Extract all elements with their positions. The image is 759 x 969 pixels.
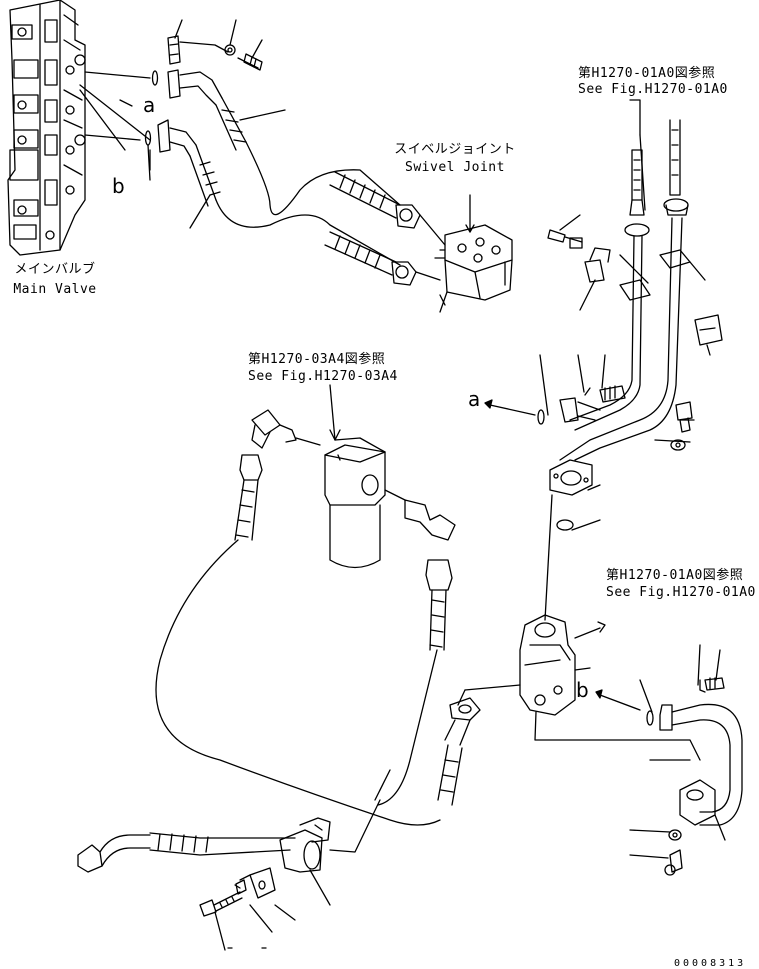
ref-label-2-en: See Fig.H1270-03A4 <box>248 369 398 384</box>
pump-valve <box>464 614 701 761</box>
bottom-left-assembly <box>77 799 381 951</box>
main-valve <box>7 0 86 256</box>
filter-assembly <box>251 384 456 569</box>
swivel-joint-label-jp: スイベルジョイント <box>394 142 516 157</box>
ref-label-1-en: See Fig.H1270-01A0 <box>578 82 728 97</box>
drawing-number: 00008313 <box>674 958 747 969</box>
swivel-hoses <box>324 171 446 286</box>
main-valve-label-en: Main Valve <box>13 282 97 297</box>
main-valve-label-jp: メインバルブ <box>14 262 96 277</box>
ref-label-3-en: See Fig.H1270-01A0 <box>606 585 756 600</box>
callout-b-mid: b <box>576 678 589 702</box>
swivel-joint-label-en: Swivel Joint <box>405 160 505 175</box>
swivel-joint <box>434 194 513 313</box>
callout-b-top: b <box>112 174 125 198</box>
top-fittings <box>157 19 401 266</box>
callout-a-top: a <box>143 93 156 117</box>
ref-label-2-jp: 第H1270-03A4図参照 <box>248 352 386 367</box>
ref-label-3-jp: 第H1270-01A0図参照 <box>606 568 744 583</box>
ref-label-1-jp: 第H1270-01A0図参照 <box>578 66 716 81</box>
right-top-tubes <box>547 99 723 461</box>
flange-center <box>544 459 601 621</box>
left-hose <box>155 454 441 826</box>
right-hose <box>374 559 453 806</box>
callout-a-mid: a <box>468 387 481 411</box>
right-mid-fittings <box>559 354 693 451</box>
right-lower-fittings <box>595 644 743 876</box>
small-flange <box>437 689 481 806</box>
